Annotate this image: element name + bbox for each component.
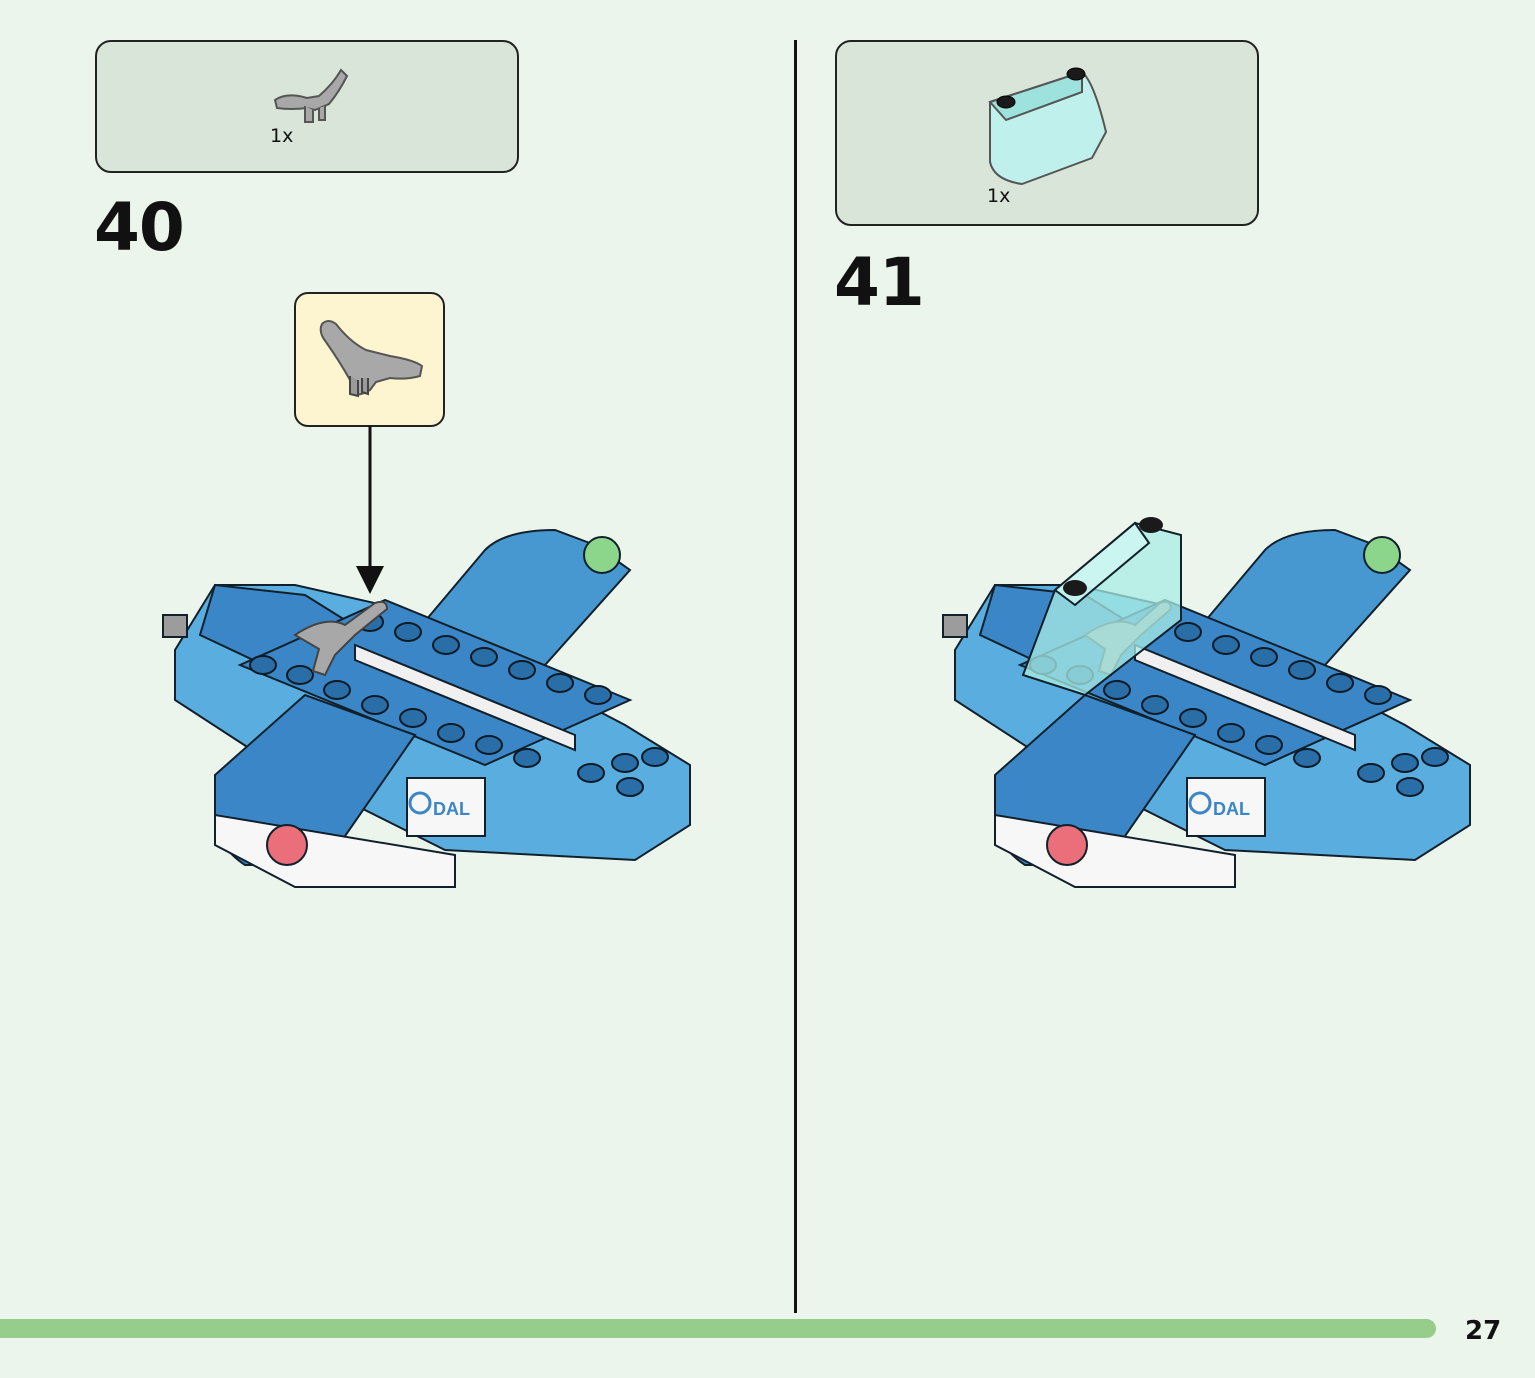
steering-wheel-part-icon (273, 68, 349, 123)
parts-list-step-41: 1x (835, 40, 1259, 226)
parts-list-step-40: 1x (95, 40, 519, 173)
arrow-indicator (356, 426, 384, 594)
step-number-40: 40 (94, 189, 185, 266)
part-quantity: 1x (987, 185, 1011, 207)
steering-wheel-closeup-icon (319, 320, 424, 398)
progress-bar (0, 1319, 1436, 1338)
svg-text:DAL: DAL (1213, 799, 1250, 819)
part-quantity: 1x (270, 125, 294, 147)
page-number: 27 (1465, 1316, 1502, 1346)
step-number-41: 41 (834, 244, 925, 321)
windscreen-part-icon (988, 67, 1108, 186)
sub-assembly-callout (294, 292, 445, 427)
airplane-model-step-41: DAL (942, 517, 1471, 888)
airplane-model-step-40: DAL (162, 528, 691, 888)
svg-text:DAL: DAL (433, 799, 470, 819)
step-divider (794, 40, 797, 1313)
